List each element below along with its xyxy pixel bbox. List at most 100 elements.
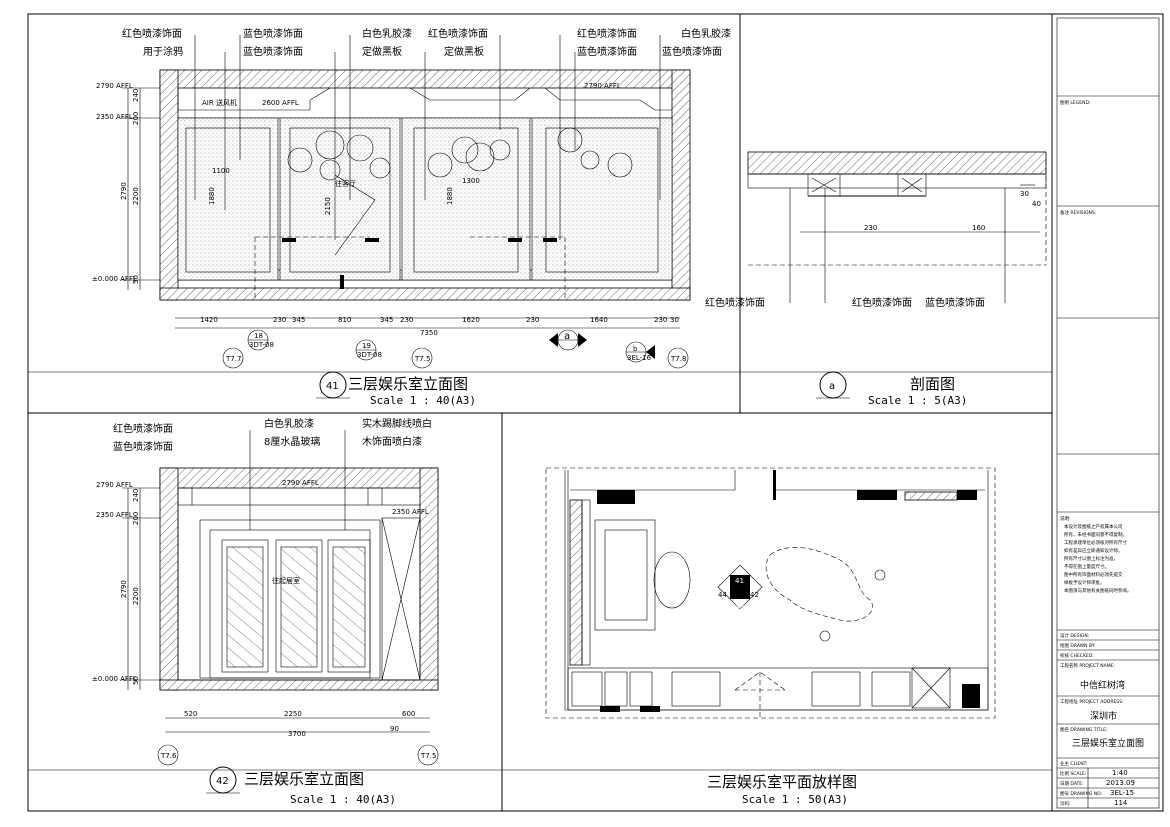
e41-hdim-5: 230	[400, 316, 413, 324]
e41-hdim-0: 1420	[200, 316, 218, 324]
e42-level-0: 2790 AFFL	[96, 481, 133, 489]
e42-total-dim: 3700	[288, 730, 306, 738]
elevation-42	[122, 430, 439, 794]
tb-drawing-title-label: 图名 DRAWING TITLE:	[1060, 726, 1107, 733]
e41-inner-dim-0: 1100	[212, 167, 230, 175]
tb-drawn-label: 绘图 DRAWN BY:	[1060, 642, 1095, 649]
section-title-number: a	[829, 381, 835, 392]
e41-hdim-7: 230	[526, 316, 539, 324]
tb-project-label: 工程名称 PROJECT NAME:	[1060, 662, 1115, 669]
e41-note-room: 往客厅	[335, 179, 356, 188]
e41-hdim-1: 230	[273, 316, 286, 324]
e41-inner-dim-2: 2150	[324, 197, 332, 215]
e42-small-dim: 90	[390, 725, 399, 733]
tb-note-0: 本设计及图纸之产权属本公司	[1064, 523, 1123, 530]
e41-level-1: 2350 AFFL	[96, 113, 133, 121]
tb-revision-label: 备注 REVISIONS:	[1060, 209, 1096, 216]
e42-vdim-3: 2200	[132, 587, 140, 605]
section-title: 剖面图	[910, 375, 955, 393]
e41-level-top-right: 2790 AFFL	[584, 82, 621, 90]
tb-date-value: 2013.09	[1106, 779, 1135, 787]
e41-label-top-4: 红色喷漆饰面	[428, 27, 488, 40]
section-scale: Scale 1 : 5(A3)	[868, 394, 967, 407]
plan-scale: Scale 1 : 50(A3)	[742, 793, 848, 806]
section-dim-1: 160	[972, 224, 985, 232]
e42-grid-1: T7.5	[420, 752, 436, 760]
e41-tag-2-num: a	[564, 331, 570, 342]
plan-title: 三层娱乐室平面放样图	[707, 773, 857, 791]
tb-scale-value: 1:40	[1112, 769, 1128, 777]
e41-inner-dim-3: 1300	[462, 177, 480, 185]
e41-label-top-0: 蓝色喷漆饰面	[243, 27, 303, 40]
e41-tag-3-num: b	[633, 345, 638, 353]
e41-level-0: 2790 AFFL	[96, 82, 133, 90]
e41-total-dim: 7350	[420, 329, 438, 337]
e41-label-top-9: 蓝色喷漆饰面	[662, 45, 722, 58]
e42-level-inner: 2790 AFFL	[282, 479, 319, 487]
tb-drawing-no-label: 图号 DRAWING NO:	[1060, 791, 1102, 797]
plan-key-tag-3: 44	[718, 591, 727, 599]
e41-hdim-8: 1640	[590, 316, 608, 324]
e41-hdim-3: 810	[338, 316, 351, 324]
plan-key-tag-1: 42	[750, 591, 759, 599]
section-dim-2: 40	[1032, 200, 1041, 208]
e42-vdim-4: 50	[132, 676, 140, 685]
e41-label-top-6: 红色喷漆饰面	[577, 27, 637, 40]
section-a	[747, 151, 1047, 399]
section-label-0: 红色喷漆饰面	[705, 296, 765, 309]
section-label-1: 红色喷漆饰面	[852, 296, 912, 309]
e42-note-room: 往起居室	[272, 576, 300, 585]
tb-legend-label: 图例 LEGEND:	[1060, 99, 1090, 106]
section-label-2: 蓝色喷漆饰面	[925, 296, 985, 309]
tb-drawing-no: 3EL-15	[1110, 789, 1134, 797]
e42-hdim-2: 600	[402, 710, 415, 718]
e41-tag-3-sub: 3EL-16	[627, 354, 652, 362]
tb-client-label: 业主 CLIENT:	[1060, 760, 1087, 767]
e42-grid-0: T7.6	[160, 752, 177, 760]
e41-label-top-5: 定做黑板	[444, 45, 484, 58]
e41-level-2: ±0.000 AFFL	[92, 275, 137, 283]
e41-vdim-2: 2790	[120, 182, 128, 200]
e42-hdim-1: 2250	[284, 710, 302, 718]
plan-view	[545, 467, 996, 720]
tb-note-2: 工程承建单位必须核对所有尺寸	[1064, 539, 1127, 546]
e42-label-top-3: 木饰面喷白漆	[362, 435, 422, 448]
e42-title-number: 42	[216, 776, 229, 787]
e41-vdim-4: 50	[132, 275, 140, 284]
tb-page-label: 页码:	[1060, 800, 1071, 807]
e41-label-top-2: 白色乳胶漆	[362, 27, 412, 40]
section-dim-0: 230	[864, 224, 877, 232]
e41-hdim-6: 1620	[462, 316, 480, 324]
e42-label-left-1: 蓝色喷漆饰面	[113, 440, 173, 453]
e41-label-left-1: 用于涂鸦	[143, 45, 183, 58]
section-dim-3: 30	[1020, 190, 1029, 198]
tb-address: 深圳市	[1090, 710, 1117, 722]
e41-grid-1: T7.5	[414, 355, 430, 363]
tb-note-3: 如有差异应立即通知设计师。	[1064, 547, 1123, 554]
e41-title-number: 41	[326, 381, 339, 392]
e41-label-top-7: 蓝色喷漆饰面	[577, 45, 637, 58]
e41-label-top-3: 定做黑板	[362, 45, 402, 58]
e41-title: 三层娱乐室立面图	[348, 375, 468, 393]
tb-page-no: 114	[1114, 799, 1128, 807]
tb-project-name: 中信红树湾	[1080, 679, 1125, 691]
e41-hdim-4: 345	[380, 316, 393, 324]
tb-note-4: 所有尺寸以图上标注为准，	[1064, 555, 1118, 562]
tb-scale-label: 比例 SCALE:	[1060, 770, 1086, 777]
e41-inner-dim-1: 1880	[208, 187, 216, 205]
plan-key-tag-2: 43	[735, 603, 744, 611]
tb-design-label: 设计 DESIGN:	[1060, 632, 1089, 639]
tb-note-6: 图中所有饰面材料必须先提交	[1064, 571, 1123, 578]
plan-key-tag-0: 41	[735, 577, 744, 585]
e41-label-top-8: 白色乳胶漆	[681, 27, 731, 40]
elevation-41	[122, 35, 691, 399]
e41-tag-1-sub: 3DT-08	[357, 351, 382, 359]
e42-level-2: ±0.000 AFFL	[92, 675, 137, 683]
e41-hdim-9: 230	[654, 316, 667, 324]
e42-label-top-0: 白色乳胶漆	[264, 417, 314, 430]
e41-grid-0: T7.7	[225, 355, 241, 363]
tb-note-7: 样板予设计师审批。	[1064, 579, 1105, 586]
e42-hdim-0: 520	[184, 710, 197, 718]
tb-drawing-title: 三层娱乐室立面图	[1072, 737, 1144, 749]
